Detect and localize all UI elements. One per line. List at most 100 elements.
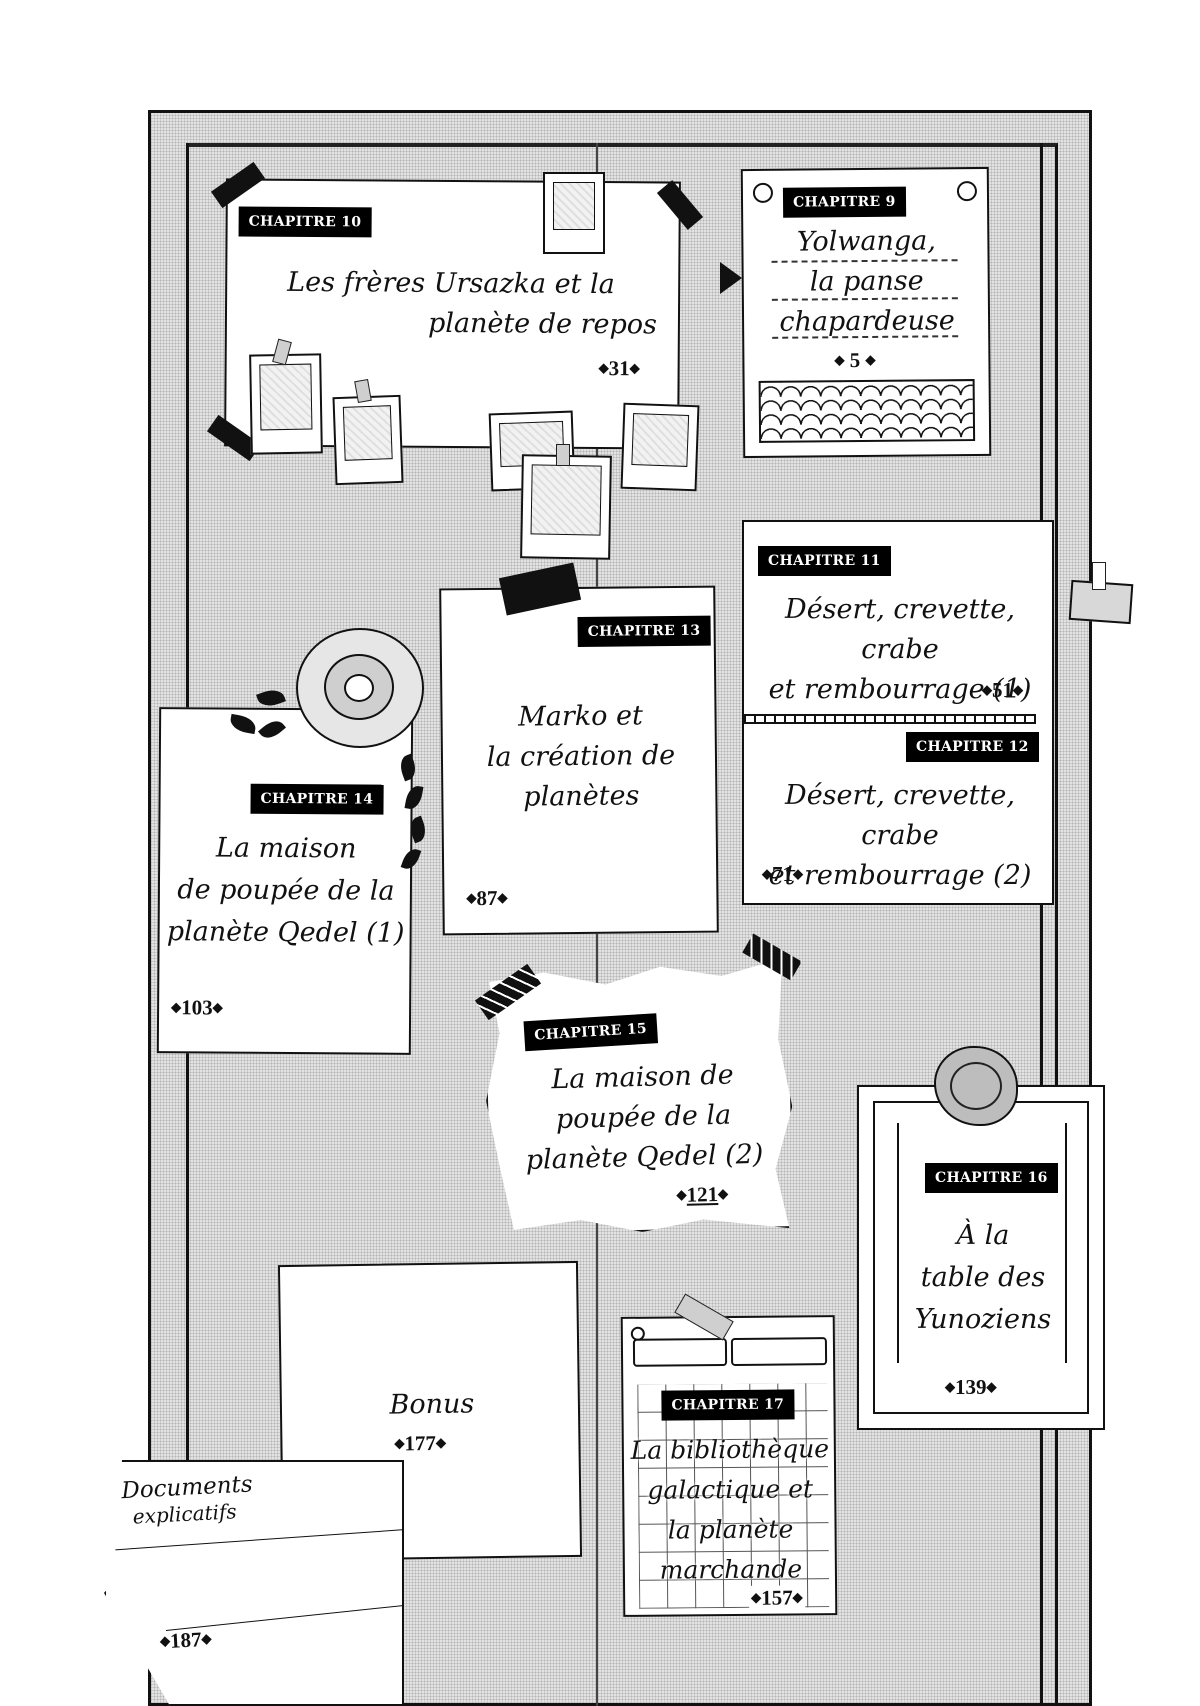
bonus-page-number: 177	[404, 1430, 437, 1456]
chapter-14-page: ◆103◆	[171, 995, 223, 1020]
board-right-pillar	[1040, 143, 1043, 1706]
chapter-15-page: ◆121◆	[676, 1182, 728, 1208]
bonus-title: Bonus	[389, 1388, 475, 1421]
chapter-9-note[interactable]: CHAPITRE 9 Yolwanga, la panse chapardeus…	[740, 166, 992, 459]
chapter-16-title-line-1: À la	[956, 1220, 1010, 1251]
chapter-14-title-line-1: La maison	[215, 832, 357, 865]
tape-icon	[556, 444, 570, 466]
diamond-icon: ◆	[762, 866, 772, 881]
chapter-9-page-number: 5	[849, 348, 861, 373]
punch-hole-icon	[956, 181, 978, 202]
chapter-17-label: CHAPITRE 17	[661, 1389, 795, 1421]
diamond-icon: ◆	[435, 1434, 447, 1450]
chapter-13-title-line-3: planètes	[523, 780, 640, 813]
chapter-16-label: CHAPITRE 16	[925, 1163, 1058, 1193]
chapter-13-title: Marko et la création de planètes	[452, 696, 709, 819]
vine-icon	[1065, 1123, 1067, 1363]
diamond-icon: ◆	[676, 1186, 687, 1203]
wax-seal-icon	[934, 1046, 1018, 1126]
diamond-icon: ◆	[945, 1379, 955, 1394]
chapter-17-note[interactable]: CHAPITRE 17 La bibliothèque galactique e…	[620, 1315, 838, 1617]
polaroid-photo	[332, 394, 404, 486]
chapter-17-title-line-2: galactique et	[647, 1474, 814, 1505]
chapter-11-title-line-1: Désert, crevette, crabe	[785, 594, 1015, 665]
chapter-16-title: À la table des Yunoziens	[889, 1215, 1077, 1341]
chapter-11-12-note[interactable]: CHAPITRE 11 Désert, crevette, crabe et r…	[742, 520, 1054, 905]
diamond-icon: ◆	[394, 1435, 405, 1451]
scalloped-pattern	[758, 379, 976, 443]
diamond-icon: ◆	[865, 351, 876, 368]
diamond-icon: ◆	[982, 682, 992, 697]
chapter-17-title-line-3: la planète	[667, 1514, 794, 1545]
chapter-15-page-number: 121	[686, 1181, 719, 1207]
chapter-10-title-line-1: Les frères Ursazka et la	[287, 266, 615, 301]
polaroid-photo	[249, 353, 323, 455]
chapter-17-page: ◆157◆	[749, 1585, 805, 1611]
chapter-9-label: CHAPITRE 9	[782, 186, 906, 218]
chapter-9-page: ◆ 5 ◆	[834, 348, 875, 373]
chapter-10-title-line-2: planète de repos	[427, 307, 658, 341]
documents-explicatifs-page: ◆187◆	[159, 1627, 212, 1655]
diamond-icon: ◆	[201, 1630, 212, 1647]
diamond-icon: ◆	[212, 999, 223, 1015]
chapter-12-page: ◆71◆	[762, 862, 803, 887]
diamond-icon: ◆	[792, 1589, 803, 1605]
documents-explicatifs-note[interactable]: Documents explicatifs ◆187◆	[104, 1460, 404, 1706]
chapter-16-title-line-2: table des	[920, 1262, 1046, 1293]
chapter-14-title: La maison de poupée de la planète Qedel …	[165, 827, 406, 955]
chapter-10-page-number: 31	[608, 356, 630, 381]
polaroid-photo	[520, 454, 612, 560]
chapter-16-page-number: 139	[955, 1375, 987, 1399]
bonus-page: ◆177◆	[394, 1431, 446, 1457]
chapter-16-note[interactable]: CHAPITRE 16 À la table des Yunoziens ◆13…	[857, 1085, 1105, 1430]
chapter-15-label: CHAPITRE 15	[523, 1013, 657, 1051]
chapter-13-title-line-1: Marko et	[518, 700, 644, 733]
chapter-10-page: ◆31◆	[599, 356, 640, 381]
fold-line	[105, 1528, 404, 1551]
chapter-11-title: Désert, crevette, crabe et rembourrage (…	[754, 590, 1046, 710]
chapter-15-note[interactable]: CHAPITRE 15 La maison de poupée de la pl…	[483, 958, 796, 1236]
diamond-icon: ◆	[629, 360, 640, 376]
chapter-13-note[interactable]: CHAPITRE 13 Marko et la création de plan…	[439, 585, 719, 936]
chapter-12-title-line-2: et rembourrage (2)	[768, 860, 1032, 891]
diamond-icon: ◆	[1013, 682, 1023, 697]
chapter-13-page-number: 87	[476, 885, 498, 911]
diamond-icon: ◆	[497, 889, 508, 905]
chapter-10-label: CHAPITRE 10	[238, 206, 372, 238]
punch-hole-icon	[752, 182, 774, 203]
chapter-9-title-line-1: Yolwanga,	[796, 225, 936, 258]
diamond-icon: ◆	[751, 1589, 762, 1605]
chapter-16-title-line-3: Yunoziens	[914, 1304, 1052, 1335]
chapter-15-title-line-1: La maison de	[550, 1059, 735, 1096]
flower-icon	[296, 628, 424, 748]
chapter-14-note[interactable]: CHAPITRE 14 La maison de poupée de la pl…	[156, 707, 414, 1055]
polaroid-photo	[620, 402, 700, 492]
chapter-9-title-line-2: la panse	[809, 265, 924, 298]
chapter-11-title-line-2: et rembourrage (1)	[768, 674, 1032, 705]
tape-icon	[1092, 562, 1106, 590]
chapter-12-page-number: 71	[772, 862, 793, 886]
chapter-10-title: Les frères Ursazka et la planète de repo…	[257, 263, 658, 346]
diamond-icon: ◆	[986, 1379, 997, 1394]
chapter-13-title-line-2: la création de	[486, 739, 676, 773]
chapter-15-title: La maison de poupée de la planète Qedel …	[507, 1054, 780, 1181]
diamond-icon: ◆	[598, 360, 609, 376]
chapter-14-label: CHAPITRE 14	[250, 783, 384, 815]
chapter-13-page: ◆87◆	[466, 886, 507, 911]
chapter-14-page-number: 103	[181, 995, 213, 1020]
diamond-icon: ◆	[793, 866, 803, 881]
stitch-divider	[744, 714, 1036, 724]
diamond-icon: ◆	[171, 999, 182, 1015]
documents-explicatifs-page-number: 187	[169, 1627, 203, 1653]
chapter-17-title: La bibliothèque galactique et la planète…	[630, 1429, 831, 1591]
diamond-icon: ◆	[466, 890, 477, 906]
chapter-14-title-line-2: de poupée de la	[177, 874, 395, 907]
chapter-11-label: CHAPITRE 11	[758, 546, 891, 576]
label-slot	[730, 1337, 828, 1366]
chapter-15-title-line-3: planète Qedel (2)	[525, 1138, 764, 1176]
chapter-12-title: Désert, crevette, crabe et rembourrage (…	[754, 776, 1046, 896]
chapter-17-title-line-1: La bibliothèque	[630, 1434, 830, 1465]
chapter-15-title-line-2: poupée de la	[555, 1099, 732, 1136]
chapter-9-title-line-3: chapardeuse	[779, 305, 955, 338]
polaroid-photo	[543, 172, 605, 254]
